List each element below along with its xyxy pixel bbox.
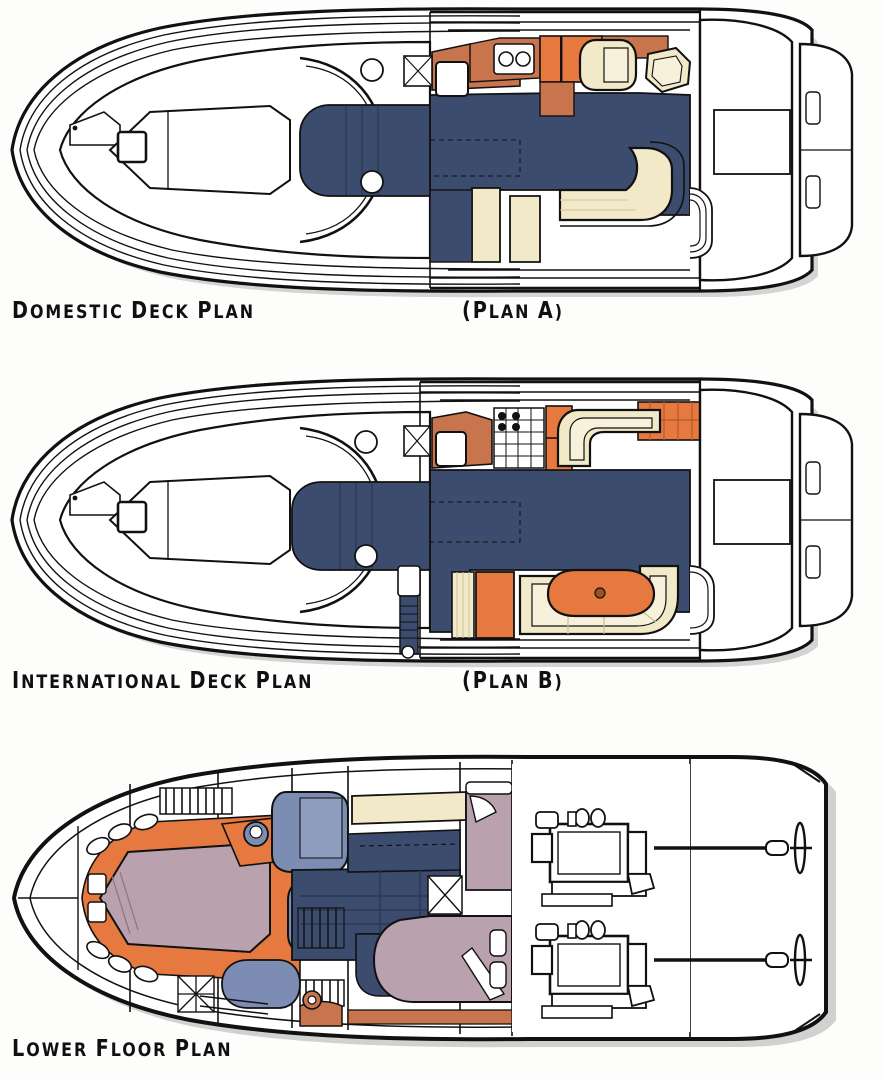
toilet-bowl <box>249 825 263 839</box>
berth-locker-mid-2 <box>489 961 507 989</box>
stove-block <box>539 81 575 117</box>
sink-unit <box>493 43 535 75</box>
engine-hatch-dashed <box>430 139 521 177</box>
berth-locker-top <box>87 873 107 895</box>
shaft-strut-port <box>765 840 789 856</box>
propeller-port <box>790 821 812 875</box>
step-seams <box>456 572 470 638</box>
foredeck-hatch <box>116 130 148 164</box>
plan-a-title: DOMESTIC DECK PLAN <box>12 298 255 324</box>
deck-plate-x-mid <box>427 875 463 915</box>
companionway-hatch <box>435 431 467 467</box>
anchor-cleat-icon <box>72 495 78 501</box>
berth-rail-upper <box>465 781 513 795</box>
platform-step <box>805 461 821 495</box>
cabinet-seam <box>560 36 563 82</box>
berth-locker-mid <box>489 929 507 957</box>
sheer-lines <box>19 15 521 285</box>
stove-grid <box>493 407 545 469</box>
berth-pillow-upper <box>469 795 497 824</box>
plan-a-drawing <box>0 0 884 300</box>
helm-seat-cushion <box>603 47 629 83</box>
hatch-x-box <box>403 55 433 87</box>
locker-panel <box>299 797 343 859</box>
plan-b-title: INTERNATIONAL DECK PLAN <box>12 668 314 694</box>
galley-shelf <box>351 791 467 825</box>
port-light-aft <box>360 170 384 194</box>
port-light-fwd <box>360 58 384 82</box>
settee-back-left <box>471 187 501 263</box>
transom-locker <box>713 109 791 175</box>
port-light-fwd <box>354 430 378 454</box>
settee-trim <box>560 141 685 227</box>
deck-plate-x-bow <box>177 975 215 1013</box>
propeller-starboard <box>790 933 812 987</box>
plan-b-variant: (PLAN B) <box>462 668 564 694</box>
upper-settee-cushion <box>569 417 653 461</box>
plan-b-caption-row: INTERNATIONAL DECK PLAN (PLAN B) <box>0 668 884 694</box>
helm-station <box>397 565 421 659</box>
plan-a-caption-row: DOMESTIC DECK PLAN (PLAN A) <box>0 298 884 324</box>
foredeck-hatch <box>116 500 148 534</box>
foredeck-sunpad <box>108 474 291 566</box>
platform-step <box>805 91 821 125</box>
engine-port <box>530 808 656 907</box>
plan-b-drawing <box>0 370 884 670</box>
plan-c-title: LOWER FLOOR PLAN <box>12 1036 233 1062</box>
transom-door-swing <box>689 193 707 253</box>
companionway-steps <box>297 907 345 949</box>
hull-inner-line-top <box>29 768 531 899</box>
transom-door <box>689 187 713 259</box>
v-berth-seams <box>111 871 139 935</box>
engine-hatch-dashed <box>430 501 521 543</box>
aft-settee <box>558 146 674 222</box>
mid-cabin-upper <box>347 829 461 873</box>
seat-periwinkle <box>221 959 301 1009</box>
platform-step-2 <box>805 545 821 579</box>
platform-step-2 <box>805 175 821 209</box>
foredeck-sunpad <box>108 104 291 196</box>
settee-seams <box>560 199 636 211</box>
plan-a-variant: (PLAN A) <box>462 298 564 324</box>
sole-strip <box>429 189 473 263</box>
settee-back-mid <box>509 195 541 263</box>
hatch-comb-top <box>159 787 233 815</box>
galley-column <box>475 571 515 639</box>
port-light-aft <box>354 544 378 568</box>
transom-locker <box>713 479 791 545</box>
berth-locker-bottom <box>87 901 107 923</box>
anchor-cleat-icon <box>72 125 78 131</box>
walkway-navy <box>291 481 431 571</box>
transom-corners <box>789 761 821 1035</box>
shaft-strut-starboard <box>765 952 789 968</box>
walkway-navy <box>299 104 431 197</box>
engine-starboard <box>530 920 656 1019</box>
deck-hatches-bow <box>86 813 159 983</box>
hatch-x-box <box>403 425 431 457</box>
plan-c-drawing <box>0 748 884 1048</box>
companionway-hatch <box>435 61 469 97</box>
v-berth <box>98 842 271 954</box>
table-pedestal <box>594 587 606 599</box>
deck-fitting-inner <box>307 995 317 1005</box>
overhead-dashed <box>359 843 461 847</box>
companion-seat-cushion <box>651 55 683 87</box>
plan-c-caption-row: LOWER FLOOR PLAN <box>0 1036 884 1062</box>
transom-door-swing <box>689 571 709 629</box>
